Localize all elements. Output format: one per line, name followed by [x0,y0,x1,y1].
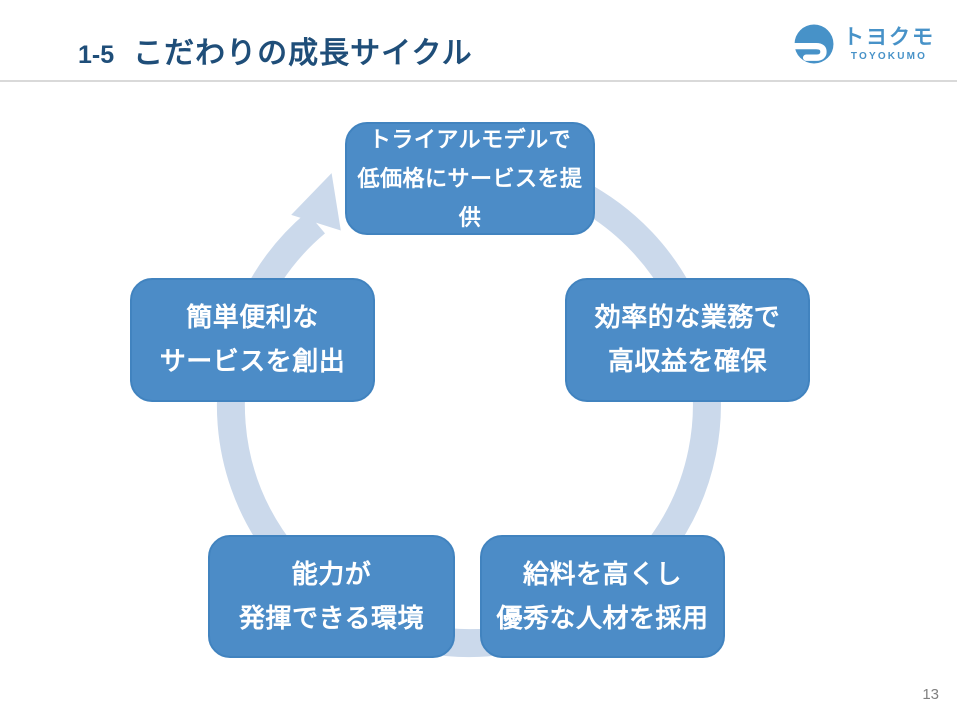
cycle-step-line: 能力が [291,558,372,589]
cycle-step-line: 給料を高くし [522,558,682,589]
cycle-step-line: サービスを創出 [159,346,346,376]
cycle-step-line: 効率的な業務で [594,302,781,333]
cycle-arrowhead-icon [291,173,341,231]
cycle-step-line: 低価格にサービスを提供 [357,165,583,231]
cycle-step-bottom-left: 能力が 発揮できる環境 [208,535,455,658]
cycle-step-left: 簡単便利な サービスを創出 [130,278,375,402]
cycle-step-line: 簡単便利な [186,302,319,333]
cycle-step-line: トライアルモデルで [368,126,572,152]
logo-text: トヨクモ TOYOKUMO [843,27,935,62]
logo-text-jp: トヨクモ [843,25,935,49]
cycle-step-line: 高収益を確保 [607,346,767,376]
cycle-step-line: 発揮できる環境 [239,602,424,633]
cycle-step-right: 効率的な業務で 高収益を確保 [565,278,810,402]
toyokumo-logo: トヨクモ TOYOKUMO [794,24,935,64]
page-title: こだわりの成長サイクル [133,37,473,70]
title-number: 1-5 [78,41,115,69]
cycle-step-top: トライアルモデルで 低価格にサービスを提供 [345,122,595,235]
header-divider [0,80,957,82]
cycle-step-line: 優秀な人材を採用 [496,602,709,633]
cycle-step-bottom-right: 給料を高くし 優秀な人材を採用 [480,535,725,658]
logo-text-en: TOYOKUMO [850,50,928,62]
slide-header: 1-5 こだわりの成長サイクル [78,28,473,72]
toyokumo-cloud-icon [794,24,834,64]
page-number: 13 [922,686,939,703]
